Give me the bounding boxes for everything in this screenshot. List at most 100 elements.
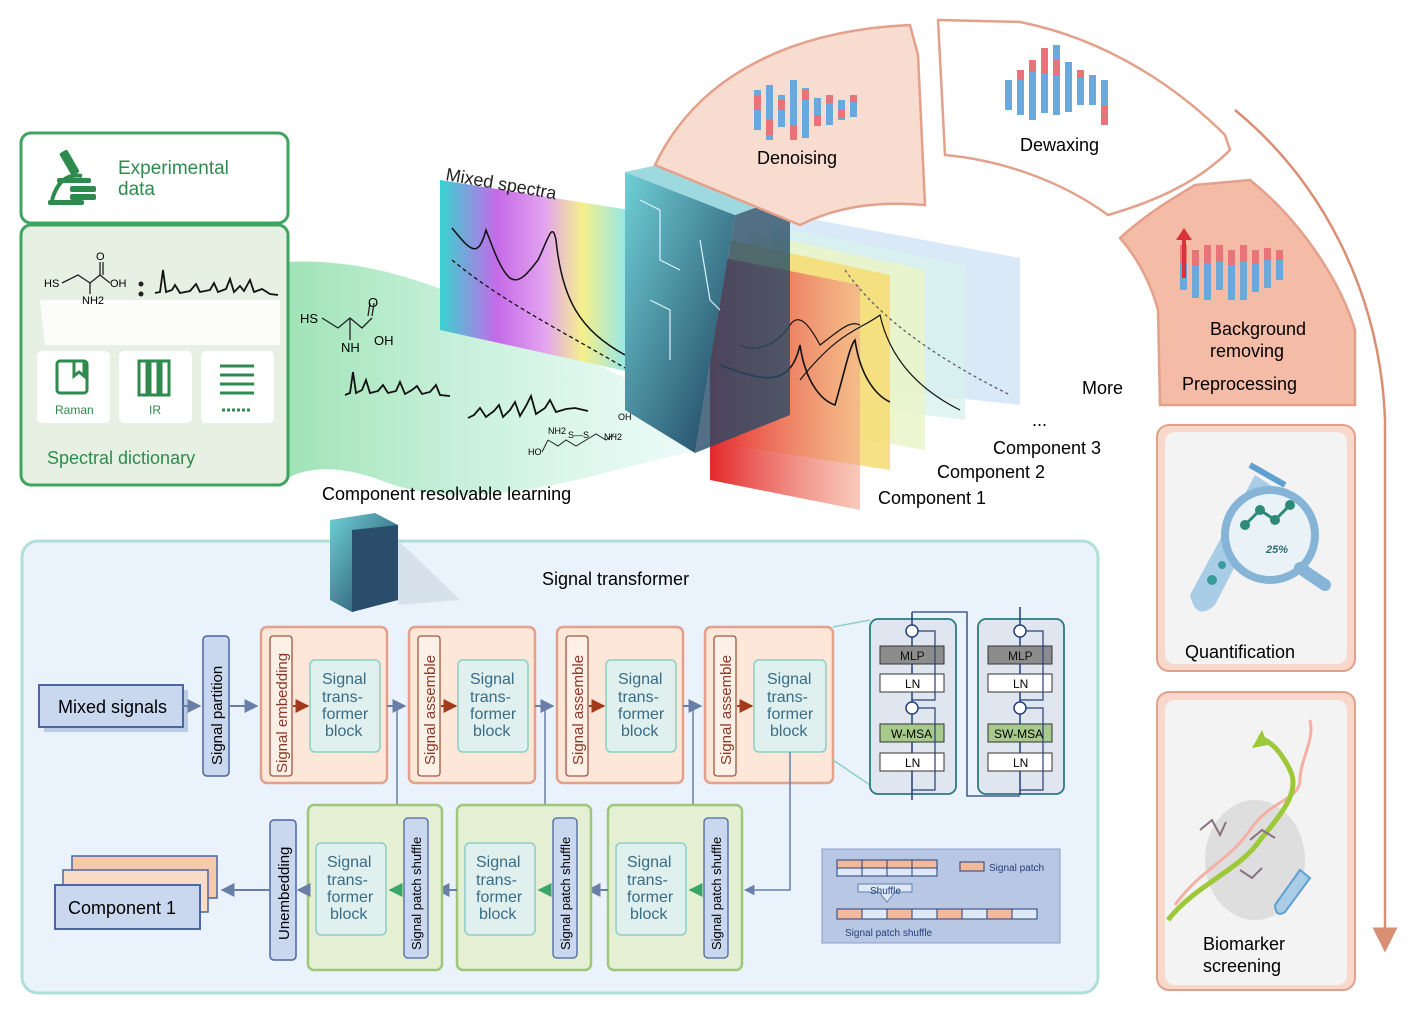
block5-line1: Signal [327,854,371,871]
sw-msa-ln-bottom: LN [1013,756,1028,770]
dictionary-entry-raman [37,351,110,423]
sw-msa-msa: SW-MSA [994,727,1043,741]
dictionary-entry-ir [119,351,192,423]
block4-line4: block [770,723,808,740]
block1-line1: Signal [322,671,366,688]
signal-assemble-1-label: Signal assemble [422,655,439,765]
background-bars [1176,228,1283,300]
raman-spectrum-line [154,269,279,296]
signal-assemble-2-label: Signal assemble [570,655,587,765]
biomarker-label-line2: screening [1203,956,1281,976]
biomarker-card [1156,691,1356,991]
stage-top-4 [703,625,835,785]
ribbon-molecule-3-s: S—S [568,430,589,440]
experimental-title-line2: data [118,179,155,200]
biomarker-label-line1: Biomarker [1203,934,1285,954]
sw-msa-ln-top: LN [1013,677,1028,691]
ribbon-molecule-hs: HS [300,311,318,326]
component-3-label: Component 3 [993,438,1101,458]
block6-line3: former [476,889,523,906]
component-2-label: Component 2 [937,462,1045,482]
block7-line1: Signal [627,854,671,871]
sw-msa-mlp: MLP [1008,649,1033,663]
legend-signal-patch: Signal patch [989,863,1044,874]
block6-line2: trans- [476,872,517,889]
block2-line1: Signal [470,671,514,688]
background-label-line1: Background [1210,319,1306,339]
cysteine-molecule [61,262,111,294]
block7-line4: block [630,906,668,923]
w-msa-mlp: MLP [900,649,925,663]
denoising-label: Denoising [757,148,837,168]
shuffle-1-label: Signal patch shuffle [409,837,424,950]
ribbon-spectrum-2 [467,393,589,419]
w-msa-msa: W-MSA [891,727,932,741]
molecule-hs: HS [44,278,59,290]
stage-top-2 [407,625,537,785]
dewaxing-label: Dewaxing [1020,135,1099,155]
block3-line2: trans- [618,689,659,706]
denoising-bars [754,80,857,140]
component-output-stack [54,855,218,930]
sw-msa-block [977,607,1065,795]
patch-shuffle-legend [821,848,1061,944]
signal-embedding-label: Signal embedding [274,653,291,773]
block7-line3: former [627,889,674,906]
magnifier-icon [1221,486,1331,591]
green-wave-ribbon [285,261,700,496]
signal-partition-label: Signal partition [209,666,226,765]
component-1-label: Component 1 [878,488,986,508]
block5-line2: trans- [327,872,368,889]
signal-assemble-3-label: Signal assemble [718,655,735,765]
ribbon-molecule [321,302,375,340]
block7-line2: trans- [627,872,668,889]
ribbon-molecule-oh: OH [374,333,394,348]
stage-bottom-2 [455,803,593,972]
legend-shuffle-button: Shuffle [870,886,901,897]
dewaxing-bars [1005,45,1108,125]
block6-line1: Signal [476,854,520,871]
molecule-icons [1199,818,1276,880]
shuffle-3-label: Signal patch shuffle [709,837,724,950]
biomarker-pink-path [1173,719,1313,906]
shuffle-2-label: Signal patch shuffle [558,837,573,950]
dictionary-entry-more [201,351,274,423]
block1-line2: trans- [322,689,363,706]
w-msa-ln-top: LN [905,677,920,691]
legend-caption: Signal patch shuffle [845,928,933,939]
block3-line4: block [621,723,659,740]
mixed-spectra-panel: Mixed spectra [440,164,630,372]
molecule-nh2: NH2 [82,295,104,307]
w-msa-ln-bottom: LN [905,756,920,770]
block1-line3: former [322,706,369,723]
quantification-value: 25% [1265,544,1288,556]
block4-line3: former [767,706,814,723]
signal-transformer-title: Signal transformer [542,569,689,589]
stage-top-3 [555,625,685,785]
block3-line1: Signal [618,671,662,688]
w-msa-block [869,612,957,800]
ribbon-molecule-3-oh: OH [618,412,632,422]
ribbon-spectrum-1 [344,371,451,397]
stage-bottom-1 [306,803,444,972]
ribbon-molecule-3-ho: HO [528,447,542,457]
component-ellipsis: ... [1032,410,1047,430]
ribbon-molecule-3 [541,433,615,453]
block1-line4: block [325,723,363,740]
block2-line4: block [473,723,511,740]
quantification-label: Quantification [1185,642,1295,662]
dictionary-entry-ir-label: IR [149,403,161,417]
unembedding-label: Unembedding [276,847,293,940]
block4-line2: trans- [767,689,808,706]
ribbon-molecule-nh: NH [341,340,360,355]
ribbon-molecule-3-nh2a: NH2 [548,426,566,436]
block5-line4: block [330,906,368,923]
dictionary-entry-raman-label: Raman [55,403,94,417]
block2-line3: former [470,706,517,723]
small-tube-icon [1273,868,1312,915]
block6-line4: block [479,906,517,923]
block2-line2: trans- [470,689,511,706]
molecule-o: O [96,251,105,263]
component-output-label: Component 1 [68,898,176,918]
